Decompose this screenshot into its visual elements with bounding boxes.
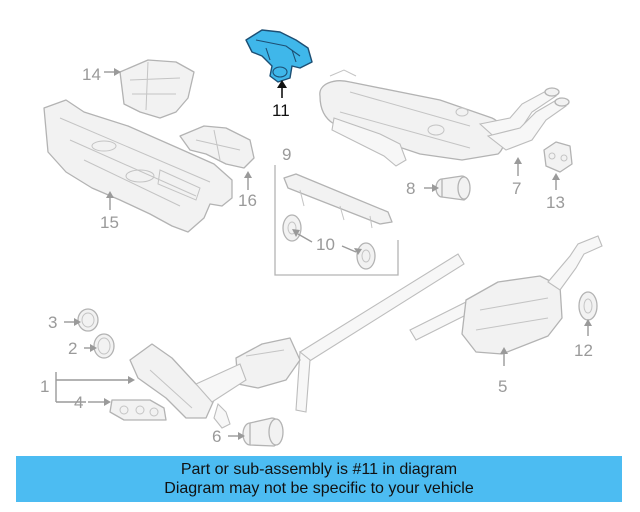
part-9-crossmember-box <box>274 165 399 276</box>
part-4-manifold-gasket <box>109 399 167 421</box>
banner-line-disclaimer: Diagram may not be specific to your vehi… <box>164 480 474 497</box>
part-11-bracket-highlighted <box>245 29 313 83</box>
part-1-catalytic-converter <box>129 337 301 429</box>
callout-14: 14 <box>82 65 101 84</box>
part-14-heat-shield <box>119 59 195 119</box>
leader-lines <box>55 68 592 440</box>
part-3-gasket <box>77 308 99 332</box>
part-6-clamp <box>242 417 284 447</box>
callout-3: 3 <box>48 313 57 332</box>
part-12-hanger <box>578 291 598 321</box>
part-13-hanger <box>543 141 573 173</box>
callout-5: 5 <box>498 377 507 396</box>
part-7-rear-muffler <box>319 69 570 167</box>
callout-10: 10 <box>316 235 335 254</box>
callout-9: 9 <box>282 145 291 164</box>
callout-12: 12 <box>574 341 593 360</box>
exhaust-system-diagram: 1 2 3 4 5 6 7 8 9 10 11 12 13 14 15 16 <box>40 29 603 447</box>
callout-11: 11 <box>272 101 290 120</box>
callout-2: 2 <box>68 339 77 358</box>
info-banner: Part or sub-assembly is #11 in diagram D… <box>16 456 622 502</box>
callout-labels: 1 2 3 4 5 6 7 8 9 10 11 12 13 14 15 16 <box>40 65 593 446</box>
callout-6: 6 <box>212 427 221 446</box>
part-15-heat-shield <box>43 99 233 233</box>
callout-13: 13 <box>546 193 565 212</box>
callout-15: 15 <box>100 213 119 232</box>
banner-line-part-number: Part or sub-assembly is #11 in diagram <box>180 461 458 478</box>
callout-8: 8 <box>406 179 415 198</box>
callout-1: 1 <box>40 377 49 396</box>
part-16-heat-shield <box>179 125 255 169</box>
callout-7: 7 <box>512 179 521 198</box>
main-exhaust-pipe <box>295 253 477 413</box>
part-8-clamp <box>435 175 471 201</box>
part-2-gasket <box>93 333 115 359</box>
part-5-center-muffler <box>461 235 603 355</box>
callout-4: 4 <box>74 393 83 412</box>
callout-16: 16 <box>238 191 257 210</box>
